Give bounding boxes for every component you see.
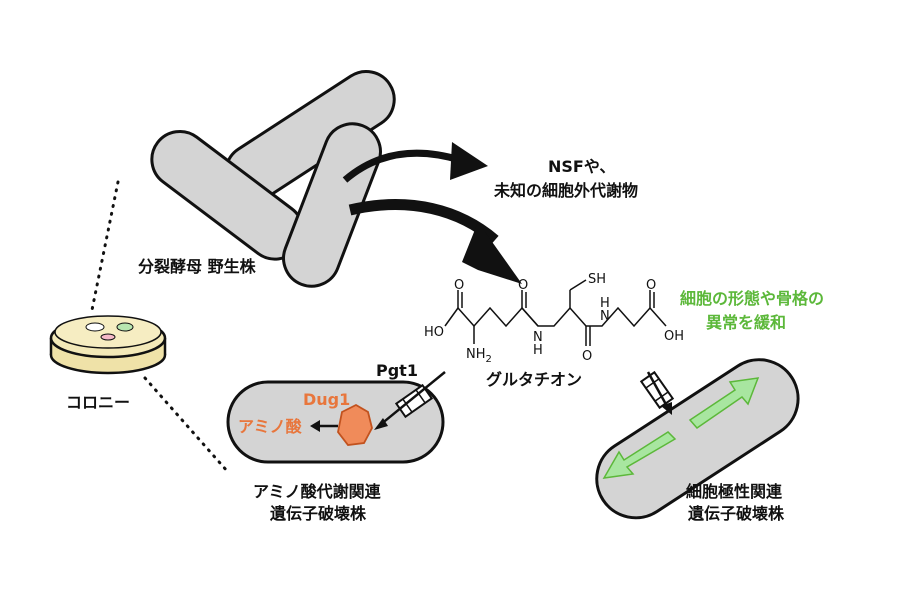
amino-acid-mutant-cell bbox=[226, 371, 446, 464]
atom-n-first: N bbox=[533, 330, 543, 345]
amino-mutant-label-line2: 遺伝子破壊株 bbox=[270, 504, 367, 523]
secretion-arrows bbox=[342, 142, 522, 284]
arrow-to-nsf bbox=[342, 149, 462, 183]
glutathione-label: グルタチオン bbox=[486, 370, 582, 389]
pgt1-label: Pgt1 bbox=[376, 361, 418, 380]
rescue-label-line1: 細胞の形態や骨格の bbox=[680, 289, 824, 308]
colony-label: コロニー bbox=[66, 393, 130, 412]
yeast-cell-right bbox=[282, 122, 382, 288]
arrow-to-glutathione-head bbox=[462, 222, 522, 284]
petri-dish bbox=[49, 315, 167, 375]
nsf-label-line1: NSFや、 bbox=[548, 157, 615, 176]
amino-mutant-label-line1: アミノ酸代謝関連 bbox=[253, 482, 382, 501]
green-arrow-upper bbox=[688, 377, 760, 429]
pgt1-transporter bbox=[394, 383, 434, 419]
atom-o-mid-bottom: O bbox=[582, 349, 592, 364]
colony-2 bbox=[116, 322, 134, 332]
glutathione-atoms: SH HO O NH2 O N H O N H OH O bbox=[424, 272, 684, 365]
glutathione-structure bbox=[444, 279, 667, 346]
rescue-label-line2: 異常を緩和 bbox=[706, 313, 786, 332]
atom-sh: SH bbox=[588, 272, 606, 287]
arrow-to-nsf-head bbox=[450, 142, 488, 180]
polarity-mutant-label-line2: 遺伝子破壊株 bbox=[688, 504, 785, 523]
polarity-mutant-label-line1: 細胞極性関連 bbox=[686, 482, 783, 501]
dotted-line-up bbox=[90, 180, 120, 312]
dotted-line-down bbox=[143, 376, 230, 474]
polarity-mutant-cell bbox=[595, 358, 800, 520]
atom-nh2: NH2 bbox=[466, 347, 492, 365]
amino-acid-label: アミノ酸 bbox=[238, 417, 303, 436]
colony-1 bbox=[85, 322, 105, 332]
nsf-label-line2: 未知の細胞外代謝物 bbox=[493, 181, 638, 200]
dug1-enzyme bbox=[337, 403, 373, 446]
atom-h-first: H bbox=[533, 343, 543, 358]
glutathione-import-arrow bbox=[379, 371, 446, 426]
atom-h-second: H bbox=[600, 296, 610, 311]
atom-oh-right: OH bbox=[664, 329, 684, 344]
green-arrow-lower bbox=[602, 431, 677, 479]
wild-type-label: 分裂酵母 野生株 bbox=[138, 257, 257, 276]
atom-o-left: O bbox=[454, 278, 464, 293]
atom-o-right: O bbox=[646, 278, 656, 293]
dug1-label: Dug1 bbox=[303, 390, 350, 409]
colony-3 bbox=[100, 333, 116, 341]
wild-type-cells bbox=[150, 70, 396, 288]
atom-n-second: N bbox=[600, 309, 610, 324]
atom-ho-left: HO bbox=[424, 325, 444, 340]
atom-o-mid-top: O bbox=[518, 278, 528, 293]
polarity-import-arrow bbox=[646, 371, 670, 409]
